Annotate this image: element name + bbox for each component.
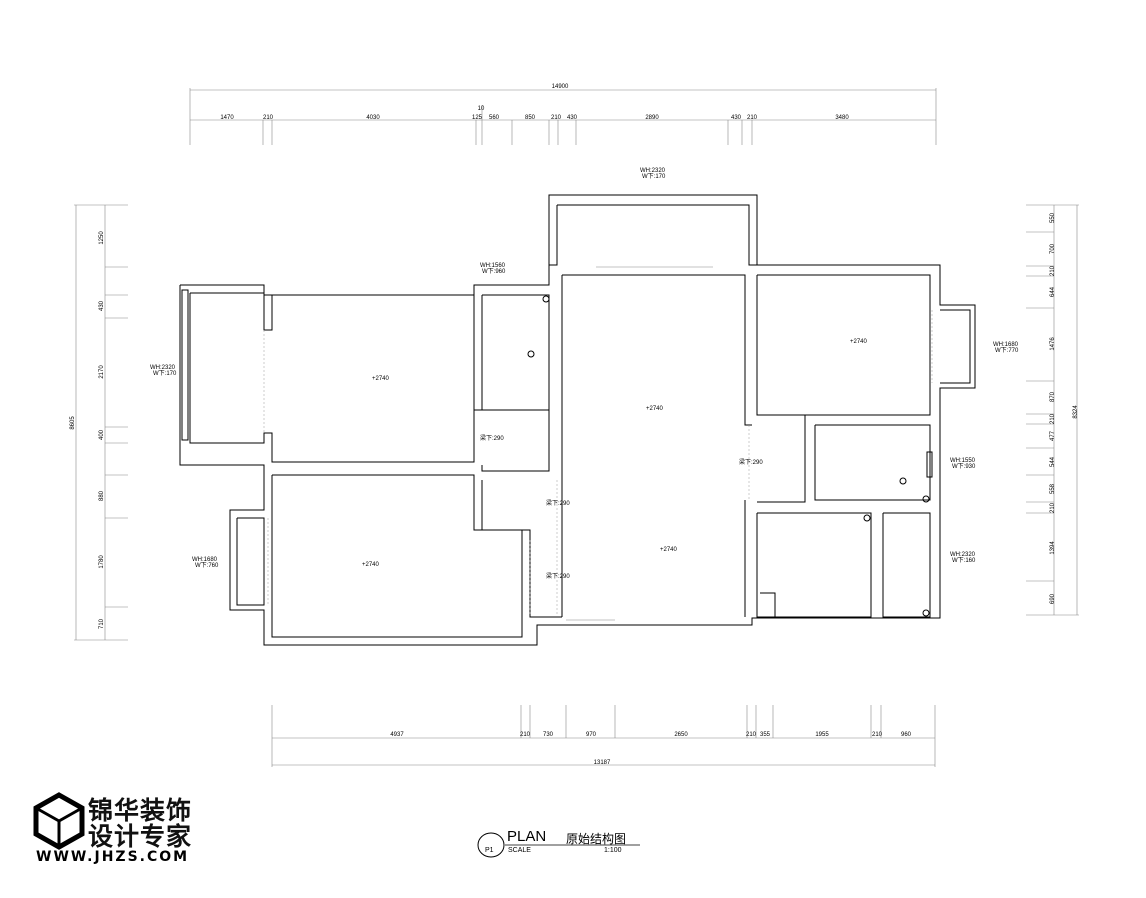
dim-right: 550 (1050, 212, 1056, 223)
dim-right: 210 (1050, 265, 1056, 276)
walls (179, 194, 976, 646)
dim-right: 558 (1050, 483, 1056, 494)
dim-bottom: 355 (760, 732, 771, 738)
beam-label: 梁下:290 (546, 499, 570, 507)
dim-top: 3480 (835, 115, 849, 121)
dim-bottom-total: 13187 (594, 760, 611, 766)
dim-top: 125 (472, 115, 483, 121)
window-label: WH:2320 (640, 168, 666, 174)
window-label: WH:1550 (950, 458, 976, 464)
beam-label: 梁下:290 (546, 572, 570, 580)
window-label: WH:1560 (480, 263, 506, 269)
dim-left: 430 (99, 300, 105, 311)
dim-top: 430 (731, 115, 742, 121)
dim-bottom: 1955 (815, 732, 829, 738)
window-label: WH:2320 (950, 552, 976, 558)
dim-right: 700 (1050, 243, 1056, 254)
scale-value: 1:100 (604, 847, 622, 854)
dim-bottom: 210 (746, 732, 757, 738)
dim-top: 210 (263, 115, 274, 121)
dim-top: 430 (567, 115, 578, 121)
window-label: W下:160 (952, 557, 976, 564)
dim-bottom: 970 (586, 732, 597, 738)
dim-top: 210 (551, 115, 562, 121)
dim-top-total: 14900 (552, 84, 569, 90)
dim-right: 1476 (1050, 337, 1056, 351)
ceiling-heights: +2740 +2740 +2740 +2740 +2740 (362, 339, 868, 568)
height-mark: +2740 (660, 547, 678, 553)
dim-left: 400 (99, 429, 105, 440)
window-label: W下:930 (952, 463, 976, 470)
beam-label: 梁下:290 (739, 458, 763, 466)
dim-top: 4030 (366, 115, 380, 121)
left-dimensions: 1250 430 2170 400 880 1780 710 8605 (70, 204, 128, 641)
dim-bottom: 210 (872, 732, 883, 738)
dim-right-total: 8324 (1073, 405, 1079, 419)
dim-top: 2890 (645, 115, 659, 121)
drawing-title: PLAN (507, 828, 547, 845)
dim-top: 850 (525, 115, 536, 121)
dim-bottom: 4937 (390, 732, 404, 738)
beam-label: 梁下:290 (480, 434, 504, 442)
logo-url: WWW.JHZS.COM (36, 849, 190, 865)
dim-left: 2170 (99, 365, 105, 379)
dim-bottom: 730 (543, 732, 554, 738)
scale-label: SCALE (508, 847, 531, 854)
dim-right: 1394 (1050, 541, 1056, 555)
top-dimensions: 14900 1470 210 4030 125 10 560 850 210 4… (189, 84, 937, 145)
window-labels: WH:2320 W下:170 WH:1560 W下:960 WH:2320 W下… (150, 168, 1019, 569)
dim-right: 210 (1050, 502, 1056, 513)
window-label: WH:1680 (192, 557, 218, 563)
dim-left: 1250 (99, 231, 105, 245)
window-label: W下:960 (482, 268, 506, 275)
dim-left-total: 8605 (70, 416, 76, 430)
height-mark: +2740 (850, 339, 868, 345)
logo-cube-icon (33, 792, 85, 850)
window-label: W下:170 (642, 173, 666, 180)
dim-right: 544 (1050, 456, 1056, 467)
window-label: W下:170 (153, 370, 177, 377)
dim-bottom: 210 (520, 732, 531, 738)
window-label: W下:770 (995, 347, 1019, 354)
dim-top: 10 (478, 106, 485, 112)
dim-left: 710 (99, 618, 105, 629)
drawing-subtitle: 原始结构图 (566, 832, 627, 846)
height-mark: +2740 (372, 376, 390, 382)
right-dimensions: 550 700 210 644 1476 870 210 477 544 558… (1026, 204, 1079, 616)
dim-right: 690 (1050, 593, 1056, 604)
dim-top: 1470 (220, 115, 234, 121)
logo-text-line1: 锦华装饰 (88, 796, 193, 825)
title-block (477, 832, 640, 858)
dim-top: 210 (747, 115, 758, 121)
beam-labels: 梁下:290 梁下:290 梁下:290 梁下:290 (480, 434, 763, 580)
dim-right: 210 (1050, 413, 1056, 424)
dim-right: 477 (1050, 430, 1056, 441)
dim-top: 560 (489, 115, 500, 121)
window-label: WH:1680 (993, 342, 1019, 348)
dim-left: 1780 (99, 555, 105, 569)
dim-left: 880 (99, 490, 105, 501)
dim-bottom: 960 (901, 732, 912, 738)
height-mark: +2740 (646, 406, 664, 412)
bottom-dimensions: 4937 210 730 970 2650 210 355 1955 210 9… (271, 705, 936, 767)
dim-right: 644 (1050, 286, 1056, 297)
height-mark: +2740 (362, 562, 380, 568)
dim-bottom: 2650 (674, 732, 688, 738)
window-label: W下:760 (195, 562, 219, 569)
logo-text-line2: 设计专家 (88, 822, 193, 851)
drawing-number: P1 (485, 847, 494, 854)
dim-right: 870 (1050, 391, 1056, 402)
window-label: WH:2320 (150, 365, 176, 371)
